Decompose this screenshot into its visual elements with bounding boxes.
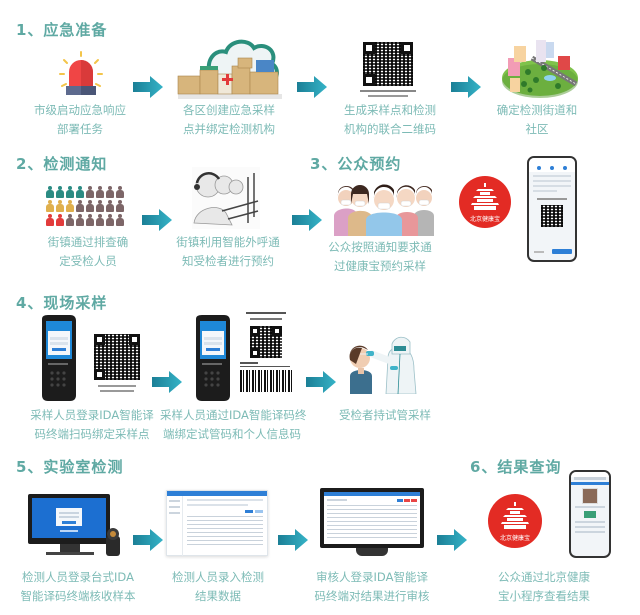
flow-arrow-icon	[133, 529, 163, 551]
section-2-title: 2、检测通知	[16, 155, 108, 173]
flow-arrow-icon	[142, 209, 172, 231]
phone-booking-screen-icon	[527, 156, 577, 262]
community-map-icon	[500, 38, 580, 98]
beijing-health-kit-logo: 北京健康宝	[488, 494, 542, 548]
step-4-3-caption: 受检者持试管采样	[339, 408, 431, 422]
people-grid-icon	[46, 186, 124, 226]
flow-arrow-icon	[451, 76, 481, 98]
step-5-1-caption: 检测人员登录台式IDA 智能译码终端核收样本	[20, 570, 136, 603]
sampling-site-icon	[172, 36, 286, 100]
temple-icon	[501, 501, 529, 529]
temple-icon	[471, 182, 499, 210]
ida-handheld-terminal-icon	[38, 315, 78, 401]
step-1-3-caption: 生成采样点和检测 机构的联合二维码	[344, 103, 436, 136]
step-4-1-caption: 采样人员登录IDA智能译 码终端扫码绑定采样点	[30, 408, 154, 441]
step-1-2-caption: 各区创建应急采样 点并绑定检测机构	[183, 103, 275, 136]
qr-code-icon	[360, 42, 416, 100]
step-3-1-caption: 公众按照通知要求通 过健康宝预约采样	[328, 240, 432, 273]
masked-public-icon	[332, 176, 436, 236]
step-1-4-caption: 确定检测街道和 社区	[496, 103, 578, 136]
call-center-icon	[192, 167, 260, 229]
flow-arrow-icon	[133, 76, 163, 98]
step-2-2-caption: 街镇利用智能外呼通 知受检者进行预约	[176, 235, 280, 268]
review-monitor-icon	[320, 488, 424, 558]
section-5-title: 5、实验室检测	[16, 458, 124, 476]
flow-arrow-icon	[278, 529, 308, 551]
flow-arrow-icon	[297, 76, 327, 98]
phone-result-screen-icon	[569, 470, 611, 558]
step-6-caption: 公众通过北京健康 宝小程序查看结果	[498, 570, 590, 603]
flow-arrow-icon	[152, 371, 182, 393]
step-2-1-caption: 街镇通过排查确 定受检人员	[47, 235, 129, 268]
flow-arrow-icon	[292, 209, 322, 231]
swab-sampling-icon	[344, 324, 420, 395]
step-5-2-caption: 检测人员录入检测 结果数据	[172, 570, 264, 603]
section-4-title: 4、现场采样	[16, 294, 108, 312]
flow-arrow-icon	[306, 371, 336, 393]
sample-point-qr-icon	[92, 334, 142, 396]
desktop-ida-terminal-icon	[26, 494, 122, 558]
section-1-title: 1、应急准备	[16, 21, 108, 39]
alarm-light-icon	[58, 50, 104, 98]
section-6-title: 6、结果查询	[470, 458, 562, 476]
step-1-1-caption: 市级启动应急响应 部署任务	[34, 103, 126, 136]
tube-label-barcode-icon	[238, 310, 294, 392]
ida-handheld-terminal-icon	[192, 315, 232, 401]
flow-arrow-icon	[437, 529, 467, 551]
section-3-title: 3、公众预约	[310, 155, 402, 173]
results-entry-table-icon	[166, 490, 268, 556]
beijing-health-kit-logo: 北京健康宝	[459, 176, 511, 228]
step-4-2-caption: 采样人员通过IDA智能译码终 端绑定试管码和个人信息码	[160, 408, 307, 441]
step-5-3-caption: 审核人登录IDA智能译 码终端对结果进行审核	[314, 570, 430, 603]
